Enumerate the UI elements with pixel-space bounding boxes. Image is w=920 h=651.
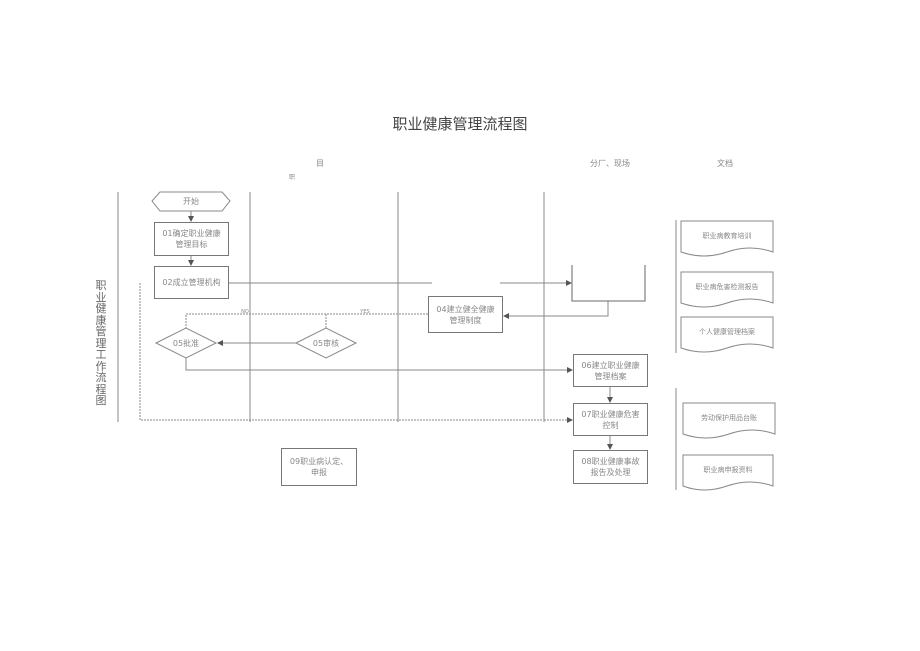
document-shapes <box>680 220 776 491</box>
page-title: 职业健康管理流程图 <box>392 115 528 133</box>
step-01: 01确定职业健康管理目标 <box>154 222 229 256</box>
edge-label-yes: YES <box>360 309 370 315</box>
side-label: 职业健康管理工作流程图 <box>95 279 107 407</box>
edge-label-no: NO <box>241 309 249 315</box>
lane-header-col1: 目 <box>316 159 324 168</box>
document-item: 职业病教育培训 <box>702 231 752 240</box>
document-item: 个人健康管理档案 <box>699 327 755 336</box>
start-node: 开始 <box>183 197 199 206</box>
step-08: 08职业健康事故报告及处理 <box>573 450 648 484</box>
step-05-review: 05审核 <box>312 338 340 348</box>
lane-header-docs: 文档 <box>717 159 733 168</box>
start-node-shape <box>151 191 231 212</box>
review-diamond <box>294 327 358 359</box>
document-item: 职业病申报资料 <box>703 465 753 474</box>
step-07: 07职业健康危害控制 <box>573 403 648 436</box>
step-06: 06建立职业健康管理档案 <box>573 354 648 387</box>
approve-diamond <box>154 327 218 359</box>
document-item: 职业病危害检测报告 <box>695 282 759 291</box>
step-09: 09职业病认定、申报 <box>281 448 357 486</box>
step-04: 04建立健全健康管理制度 <box>428 296 503 333</box>
step-05-approve: 05批准 <box>172 338 200 348</box>
lane-header-col1-sub: 职 <box>288 174 295 181</box>
document-item: 劳动保护用品台账 <box>701 413 757 422</box>
step-02: 02成立管理机构 <box>154 266 229 299</box>
lane-bottom-line <box>139 283 543 421</box>
lane-header-site: 分厂、现场 <box>590 159 630 168</box>
